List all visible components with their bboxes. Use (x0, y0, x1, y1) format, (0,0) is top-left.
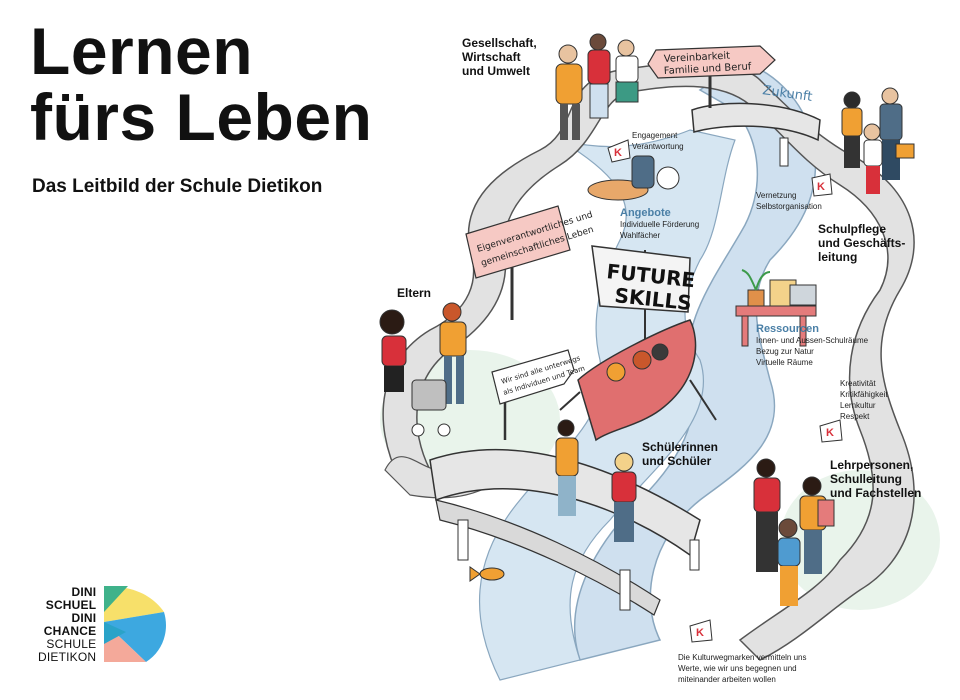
sign-vereinbarkeit-line1: Vereinbarkeit (664, 51, 731, 65)
schueler-line1: Schülerinnen (642, 440, 719, 454)
sign-vereinbarkeit (647, 45, 776, 108)
logo-line1: DINI (71, 585, 97, 599)
angebote-items (587, 155, 680, 201)
kreativitaet: Kreativität (840, 379, 876, 388)
k-letter-3: K (826, 427, 834, 439)
values-engagement: Engagement Verantwortung (632, 130, 684, 152)
values-vernetzung: Vernetzung Selbstorganisation (756, 190, 822, 212)
lehrpersonen-line2: Schulleitung (830, 472, 902, 486)
title-line1: Lernen (30, 14, 254, 88)
people-gesellschaft (555, 33, 639, 140)
logo-line5: SCHULE (46, 637, 97, 651)
logo-text: DINI SCHUEL DINI CHANCE SCHULE DIETIKON (38, 586, 96, 664)
logo-line3: DINI (71, 611, 97, 625)
k-marker-3 (819, 419, 843, 443)
page-title: Lernen fürs Leben (30, 18, 372, 150)
ressourcen-item-1: Innen- und Aussen-Schulräume (756, 336, 869, 345)
boat (559, 245, 717, 442)
schulpflege-line1: Schulpflege (818, 222, 887, 236)
values-kreativitaet: Kreativität Kritikfähigkeit Lernkultur R… (840, 378, 888, 422)
gesellschaft-line1: Gesellschaft, (462, 36, 537, 50)
k-letter-1: K (614, 147, 622, 159)
engagement: Engagement (632, 131, 678, 140)
logo-line2: SCHUEL (45, 598, 97, 612)
label-schueler: Schülerinnen und Schüler (642, 440, 718, 468)
label-gesellschaft: Gesellschaft, Wirtschaft und Umwelt (462, 36, 537, 78)
gesellschaft-line2: Wirtschaft (462, 50, 521, 64)
sign-unterwegs (491, 349, 575, 440)
verantwortung: Verantwortung (632, 142, 684, 151)
k-marker-1 (607, 139, 631, 163)
values-angebote: Angebote Individuelle Förderung Wahlfäch… (620, 208, 699, 241)
lernkultur: Lernkultur (840, 401, 876, 410)
ressourcen-item-3: Virtuelle Räume (756, 358, 813, 367)
page-subtitle: Das Leitbild der Schule Dietikon (32, 176, 323, 197)
k-marker-2 (811, 173, 833, 197)
kritikfaehigkeit: Kritikfähigkeit (840, 390, 888, 399)
ressourcen-heading: Ressourcen (756, 323, 819, 335)
label-lehrpersonen: Lehrpersonen, Schulleitung und Fachstell… (830, 458, 921, 500)
people-schulpflege (841, 87, 915, 194)
vernetzung: Vernetzung (756, 191, 797, 200)
lehrpersonen-line3: und Fachstellen (830, 486, 922, 500)
sign-zukunft: Zukunft (761, 83, 813, 105)
label-schulpflege: Schulpflege und Geschäfts- leitung (818, 222, 905, 264)
footnote-line2: Werte, wie wir uns begegnen und (678, 664, 797, 673)
angebote-heading: Angebote (620, 207, 671, 219)
angebote-item-1: Individuelle Förderung (620, 220, 700, 229)
people-eltern (379, 302, 467, 437)
bridge-top (691, 102, 821, 167)
values-ressourcen: Ressourcen Innen- und Aussen-Schulräume … (756, 324, 868, 368)
ressourcen-item-2: Bezug zur Natur (756, 347, 814, 356)
ressourcen-desk (735, 269, 817, 347)
bridge-bottom (429, 448, 701, 616)
selbstorganisation: Selbstorganisation (756, 202, 822, 211)
angebote-item-2: Wahlfächer (620, 231, 661, 240)
label-eltern: Eltern (397, 286, 432, 300)
schulpflege-line3: leitung (818, 250, 858, 264)
lehrpersonen-line1: Lehrpersonen, (830, 458, 914, 472)
color-wheel-logo-icon (104, 586, 168, 662)
logo-line4: CHANCE (43, 624, 97, 638)
gesellschaft-line3: und Umwelt (462, 64, 530, 78)
footnote-line1: Die Kulturwegmarken vermitteln uns (678, 653, 807, 662)
sign-eigenverantwortlich (465, 205, 571, 320)
k-letter-2: K (817, 181, 825, 193)
schueler-line2: und Schüler (642, 454, 712, 468)
people-schueler (555, 419, 637, 542)
title-line2: fürs Leben (30, 80, 373, 154)
k-letter-4: K (696, 627, 704, 639)
footnote: Die Kulturwegmarken vermitteln uns Werte… (678, 652, 838, 685)
fish (469, 566, 505, 582)
schulpflege-line2: und Geschäfts- (818, 236, 906, 250)
sign-vereinbarkeit-line2: Familie und Beruf (664, 61, 752, 77)
logo-line6: DIETIKON (38, 650, 97, 664)
people-lehrpersonen (753, 458, 835, 606)
footnote-line3: miteinander arbeiten wollen (678, 675, 776, 684)
k-marker-4 (689, 619, 713, 643)
respekt: Respekt (840, 412, 870, 421)
